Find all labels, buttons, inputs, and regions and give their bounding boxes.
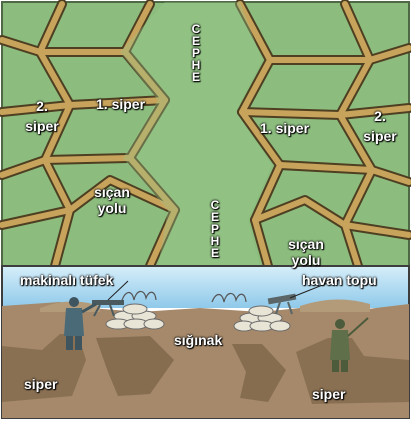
sandbags-left (105, 303, 165, 330)
left-rat-path-label: sıçan yolu (94, 184, 130, 216)
left-second-trench-label: 2. siper (25, 98, 59, 134)
cross-section-earth (2, 302, 409, 418)
front-label-bottom: CEPHE (208, 198, 222, 258)
soldier-right-icon (330, 317, 369, 372)
trench-network (0, 0, 411, 271)
barbed-wire-left (121, 290, 157, 301)
machine-gun-label: makinalı tüfek (20, 272, 114, 288)
right-trench-label: siper (312, 386, 346, 402)
soldier-left-icon (64, 297, 97, 350)
pointer-machine-gun (107, 280, 129, 301)
left-first-trench-label: 1. siper (96, 96, 146, 112)
left-trench-cut (2, 334, 86, 402)
shelter-label: sığınak (174, 332, 223, 348)
mortar-icon (267, 293, 297, 315)
left-trench-label: siper (24, 376, 58, 392)
machine-gun-icon (92, 300, 124, 317)
front-label-top: CEPHE (189, 22, 203, 82)
sandbags-right (233, 305, 291, 332)
shelter-left (96, 336, 174, 396)
parapet-right (300, 299, 370, 312)
barbed-wire-right (211, 292, 247, 303)
right-first-trench-label: 1. siper (260, 120, 310, 136)
right-second-trench-label: 2. siper (363, 108, 397, 144)
mortar-label: havan topu (302, 272, 377, 288)
right-rat-path-label: sıçan yolu (288, 236, 324, 268)
no-mans-land (120, 2, 272, 266)
pointer-mortar (289, 281, 331, 299)
right-trench-cut (296, 338, 409, 404)
shelter-right (232, 344, 286, 402)
